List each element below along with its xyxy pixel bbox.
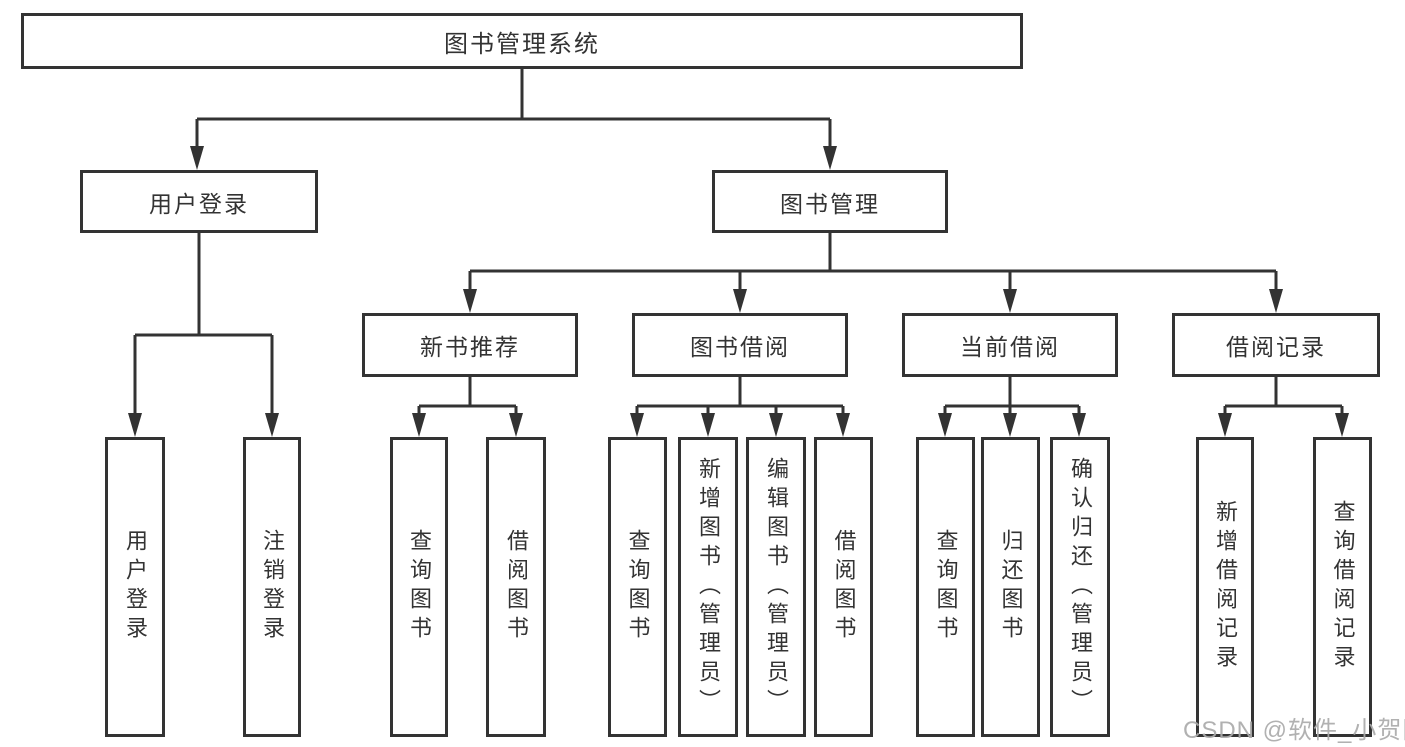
leaf-label: 归还图书 xyxy=(998,529,1024,645)
leaf-query-books-current: 查询图书 xyxy=(916,437,975,737)
leaf-borrow-books-borrowing: 借阅图书 xyxy=(814,437,873,737)
leaf-label: 查询图书 xyxy=(933,529,959,645)
node-label: 当前借阅 xyxy=(960,334,1060,360)
leaf-confirm-return-admin: 确认归还（管理员） xyxy=(1050,437,1110,737)
node-book-borrowing: 图书借阅 xyxy=(632,313,848,377)
leaf-label: 查询图书 xyxy=(625,529,651,645)
leaf-query-books-recommend: 查询图书 xyxy=(390,437,448,737)
leaf-label: 编辑图书（管理员） xyxy=(764,456,789,718)
leaf-logout: 注销登录 xyxy=(243,437,301,737)
leaf-label: 新增借阅记录 xyxy=(1213,500,1238,674)
leaf-edit-book-admin: 编辑图书（管理员） xyxy=(746,437,806,737)
leaf-label: 查询借阅记录 xyxy=(1330,500,1356,674)
leaf-query-borrow-record: 查询借阅记录 xyxy=(1313,437,1372,737)
leaf-label: 查询图书 xyxy=(407,529,432,645)
node-borrowing-records: 借阅记录 xyxy=(1172,313,1380,377)
leaf-label: 借阅图书 xyxy=(504,529,529,645)
node-user-login: 用户登录 xyxy=(80,170,318,233)
node-library-management-system: 图书管理系统 xyxy=(21,13,1023,69)
leaf-borrow-books-recommend: 借阅图书 xyxy=(486,437,546,737)
node-book-management: 图书管理 xyxy=(712,170,948,233)
leaf-query-books-borrowing: 查询图书 xyxy=(608,437,667,737)
leaf-label: 借阅图书 xyxy=(831,529,857,645)
node-current-borrowing: 当前借阅 xyxy=(902,313,1118,377)
leaf-return-book: 归还图书 xyxy=(981,437,1040,737)
leaf-add-borrow-record: 新增借阅记录 xyxy=(1196,437,1254,737)
node-label: 图书借阅 xyxy=(690,334,790,360)
leaf-add-book-admin: 新增图书（管理员） xyxy=(678,437,738,737)
leaf-label: 注销登录 xyxy=(260,529,285,645)
node-label: 图书管理系统 xyxy=(444,30,600,58)
leaf-label: 用户登录 xyxy=(123,529,148,645)
leaf-label: 新增图书（管理员） xyxy=(696,456,721,718)
node-label: 新书推荐 xyxy=(420,334,520,360)
node-new-book-recommendation: 新书推荐 xyxy=(362,313,578,377)
node-label: 用户登录 xyxy=(149,190,249,217)
node-label: 图书管理 xyxy=(780,190,880,217)
leaf-user-login: 用户登录 xyxy=(105,437,165,737)
leaf-label: 确认归还（管理员） xyxy=(1068,456,1093,718)
node-label: 借阅记录 xyxy=(1226,334,1326,360)
csdn-watermark: CSDN @软件_小贺同学 xyxy=(1183,717,1405,744)
